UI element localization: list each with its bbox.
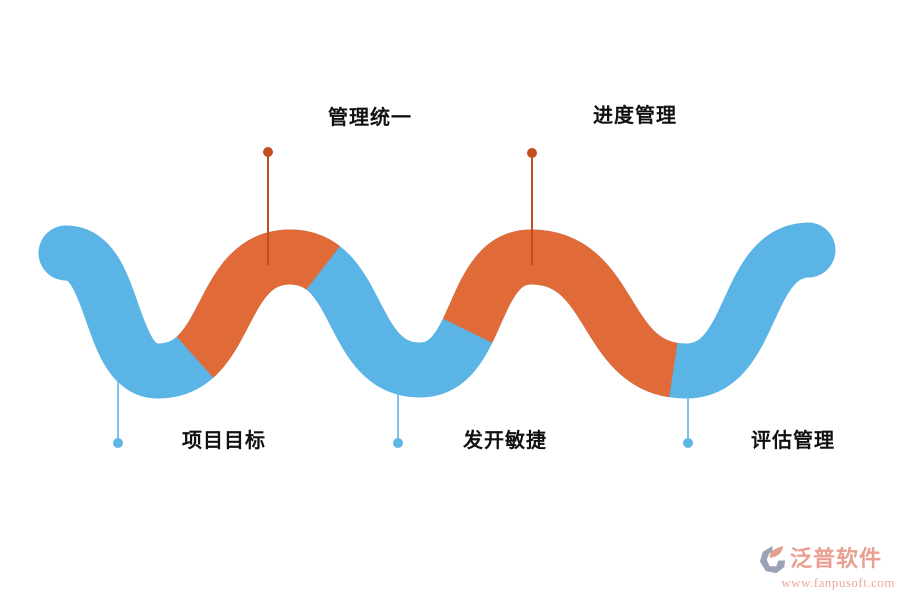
label-bottom-dev-agility: 发开敏捷 [463, 430, 547, 452]
label-bottom-project-goal: 项目目标 [182, 430, 266, 452]
label-top-progress-management: 进度管理 [593, 105, 677, 127]
callout-dot-top-2 [527, 148, 537, 158]
label-top-management-unification: 管理统一 [328, 107, 412, 129]
callout-dot-bottom-1 [113, 438, 123, 448]
watermark-url: www.fanpusoft.com [781, 575, 895, 590]
wave-path-blue [38, 222, 836, 399]
callout-dot-bottom-3 [683, 438, 693, 448]
callout-dot-top-1 [263, 147, 273, 157]
callout-dot-bottom-2 [393, 438, 403, 448]
fanpu-logo-icon [759, 545, 786, 574]
watermark-brand: 泛普软件 [790, 546, 883, 571]
watermark-logo: 泛普软件 www.fanpusoft.com [757, 544, 895, 591]
label-bottom-evaluation-management: 评估管理 [751, 430, 835, 452]
